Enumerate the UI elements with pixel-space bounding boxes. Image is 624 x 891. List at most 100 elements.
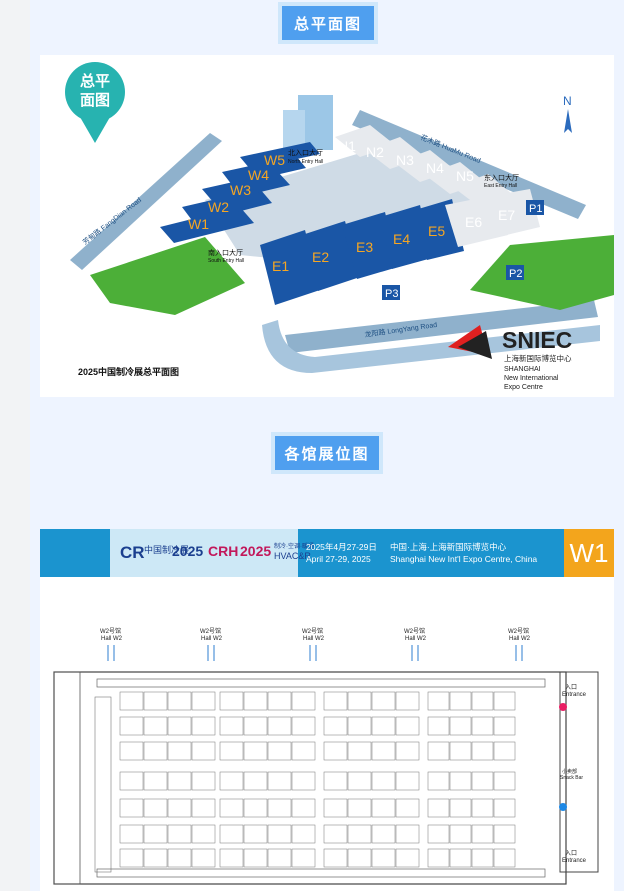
booth[interactable] (449, 848, 472, 868)
booth[interactable] (493, 848, 516, 868)
booth[interactable] (371, 771, 396, 791)
booth[interactable] (291, 848, 316, 868)
booth[interactable] (167, 741, 192, 761)
booth[interactable] (119, 741, 144, 761)
booth[interactable] (243, 798, 268, 818)
booth[interactable] (395, 741, 420, 761)
booth[interactable] (371, 848, 396, 868)
booth[interactable] (427, 741, 450, 761)
hall-label-n5[interactable]: N5 (456, 168, 474, 184)
booth[interactable] (219, 741, 244, 761)
booth[interactable] (167, 716, 192, 736)
booth[interactable] (427, 824, 450, 844)
hall-label-w2[interactable]: W2 (208, 199, 229, 215)
booth[interactable] (371, 741, 396, 761)
booth[interactable] (267, 824, 292, 844)
booth[interactable] (167, 691, 192, 711)
hall-label-e4[interactable]: E4 (393, 231, 410, 247)
booth[interactable] (323, 771, 348, 791)
parking-p2[interactable] (506, 265, 524, 280)
booth[interactable] (395, 716, 420, 736)
booth[interactable] (291, 771, 316, 791)
booth[interactable] (219, 798, 244, 818)
content-area[interactable]: 总平面图 (30, 0, 624, 891)
booth[interactable] (219, 824, 244, 844)
booth[interactable] (449, 824, 472, 844)
booth[interactable] (427, 691, 450, 711)
booth[interactable] (395, 771, 420, 791)
booth[interactable] (323, 848, 348, 868)
booth[interactable] (243, 848, 268, 868)
booth[interactable] (449, 798, 472, 818)
booth[interactable] (243, 741, 268, 761)
to-hall-arrow-icon[interactable] (411, 645, 419, 661)
booth[interactable] (395, 691, 420, 711)
to-hall-arrow-icon[interactable] (107, 645, 115, 661)
booth[interactable] (371, 824, 396, 844)
hall-label-e1[interactable]: E1 (272, 258, 289, 274)
booth[interactable] (449, 716, 472, 736)
parking-p3[interactable] (382, 285, 400, 300)
booth[interactable] (143, 848, 168, 868)
booth[interactable] (267, 741, 292, 761)
booth[interactable] (371, 691, 396, 711)
booth[interactable] (143, 824, 168, 844)
booth[interactable] (395, 824, 420, 844)
site-map-card[interactable]: 总平 面图 W1 W2 W3 W4 W5 N1 N2 N3 N4 N5 E1 E… (40, 55, 614, 397)
booth[interactable] (191, 716, 216, 736)
booth[interactable] (219, 716, 244, 736)
booth[interactable] (493, 798, 516, 818)
booth[interactable] (219, 848, 244, 868)
booth[interactable] (323, 824, 348, 844)
booth[interactable] (323, 691, 348, 711)
booth[interactable] (395, 848, 420, 868)
booth[interactable] (347, 848, 372, 868)
booth[interactable] (243, 716, 268, 736)
booth[interactable] (323, 716, 348, 736)
booth[interactable] (291, 824, 316, 844)
booth[interactable] (191, 848, 216, 868)
booth[interactable] (243, 824, 268, 844)
booth[interactable] (291, 691, 316, 711)
booth[interactable] (191, 824, 216, 844)
booth[interactable] (493, 691, 516, 711)
overview-title-button[interactable]: 总平面图 (282, 6, 374, 40)
booth[interactable] (119, 848, 144, 868)
booth[interactable] (347, 741, 372, 761)
hall-title-button[interactable]: 各馆展位图 (275, 436, 379, 470)
booth[interactable] (471, 741, 494, 761)
hall-label-e6[interactable]: E6 (465, 214, 482, 230)
booth[interactable] (471, 798, 494, 818)
booth[interactable] (267, 798, 292, 818)
booth[interactable] (493, 741, 516, 761)
booth[interactable] (143, 798, 168, 818)
parking-p1[interactable] (526, 200, 544, 215)
booth[interactable] (347, 716, 372, 736)
booth[interactable] (219, 771, 244, 791)
booth[interactable] (143, 691, 168, 711)
booth[interactable] (119, 824, 144, 844)
booth[interactable] (143, 771, 168, 791)
booth[interactable] (191, 691, 216, 711)
booth[interactable] (167, 771, 192, 791)
booth[interactable] (291, 716, 316, 736)
hall-label-e2[interactable]: E2 (312, 249, 329, 265)
booth[interactable] (347, 691, 372, 711)
booth[interactable] (395, 798, 420, 818)
booth[interactable] (191, 741, 216, 761)
booth[interactable] (291, 798, 316, 818)
booth[interactable] (371, 716, 396, 736)
booth[interactable] (371, 798, 396, 818)
booth[interactable] (119, 716, 144, 736)
booth[interactable] (347, 798, 372, 818)
booth[interactable] (427, 848, 450, 868)
booth[interactable] (347, 771, 372, 791)
booth[interactable] (323, 741, 348, 761)
hall-label-e7[interactable]: E7 (498, 207, 515, 223)
booth[interactable] (119, 771, 144, 791)
booth[interactable] (427, 798, 450, 818)
booth[interactable] (347, 824, 372, 844)
booth[interactable] (267, 716, 292, 736)
booth[interactable] (119, 691, 144, 711)
booth[interactable] (427, 771, 450, 791)
